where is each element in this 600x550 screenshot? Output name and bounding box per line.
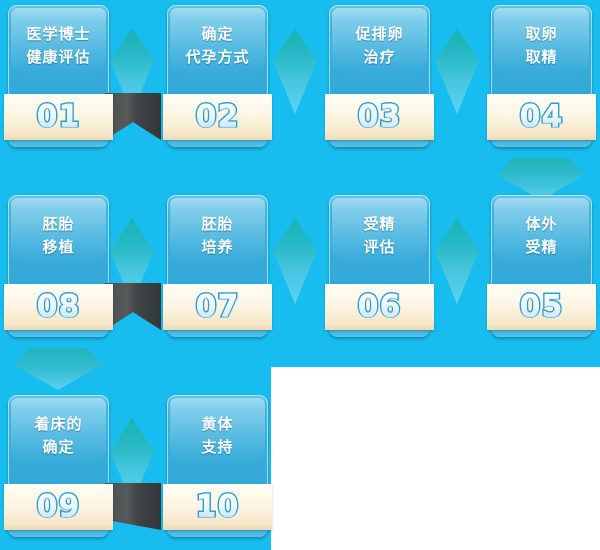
step-card-08-title-line1: 胚胎 bbox=[42, 215, 75, 233]
step-card-08-number-stroke: 08 bbox=[35, 289, 81, 324]
step-card-06[interactable]: 受精 评估 06 06 bbox=[325, 195, 434, 337]
step-card-09-number-ribbon: 09 09 bbox=[4, 484, 113, 530]
step-card-07[interactable]: 胚胎 培养 07 07 bbox=[163, 195, 272, 337]
step-card-01[interactable]: 医学博士 健康评估 01 01 bbox=[4, 5, 113, 147]
step-card-09-title: 着床的 确定 bbox=[8, 413, 109, 459]
step-card-01-title: 医学博士 健康评估 bbox=[8, 23, 109, 69]
step-card-10[interactable]: 黄体 支持 10 10 bbox=[163, 395, 272, 537]
step-card-07-title-line1: 胚胎 bbox=[201, 215, 234, 233]
step-card-03-number-ribbon: 03 03 bbox=[325, 94, 434, 140]
step-card-10-title-line2: 支持 bbox=[201, 438, 234, 456]
step-card-04-title: 取卵 取精 bbox=[491, 23, 592, 69]
step-card-06-number-stroke: 06 bbox=[356, 289, 402, 324]
step-card-06-title: 受精 评估 bbox=[329, 213, 430, 259]
step-card-04-number-stroke: 04 bbox=[518, 99, 564, 134]
step-card-07-title: 胚胎 培养 bbox=[167, 213, 268, 259]
step-card-09-number-stroke: 09 bbox=[35, 489, 81, 524]
step-card-03-title: 促排卵 治疗 bbox=[329, 23, 430, 69]
step-card-03[interactable]: 促排卵 治疗 03 03 bbox=[325, 5, 434, 147]
step-card-01-number-ribbon: 01 01 bbox=[4, 94, 113, 140]
step-card-04-number-ribbon: 04 04 bbox=[487, 94, 596, 140]
step-card-06-title-line2: 评估 bbox=[363, 238, 396, 256]
step-card-02-number-ribbon: 02 02 bbox=[163, 94, 272, 140]
step-card-02-title: 确定 代孕方式 bbox=[167, 23, 268, 69]
step-card-03-title-line2: 治疗 bbox=[363, 48, 396, 66]
step-card-04[interactable]: 取卵 取精 04 04 bbox=[487, 5, 596, 147]
step-card-05-number-stroke: 05 bbox=[518, 289, 564, 324]
step-card-02-title-line2: 代孕方式 bbox=[185, 48, 250, 66]
step-card-09[interactable]: 着床的 确定 09 09 bbox=[4, 395, 113, 537]
step-card-09-title-line2: 确定 bbox=[42, 438, 75, 456]
step-card-10-title: 黄体 支持 bbox=[167, 413, 268, 459]
step-card-05[interactable]: 体外 受精 05 05 bbox=[487, 195, 596, 337]
step-card-07-number-stroke: 07 bbox=[194, 289, 240, 324]
step-card-04-title-line2: 取精 bbox=[525, 48, 558, 66]
step-card-06-number-ribbon: 06 06 bbox=[325, 284, 434, 330]
step-card-07-title-line2: 培养 bbox=[201, 238, 234, 256]
step-card-06-title-line1: 受精 bbox=[363, 215, 396, 233]
step-card-05-title-line2: 受精 bbox=[525, 238, 558, 256]
step-card-01-number-stroke: 01 bbox=[35, 99, 81, 134]
step-card-10-number-ribbon: 10 10 bbox=[163, 484, 272, 530]
step-card-09-title-line1: 着床的 bbox=[34, 415, 83, 433]
step-card-05-title: 体外 受精 bbox=[491, 213, 592, 259]
step-card-08[interactable]: 胚胎 移植 08 08 bbox=[4, 195, 113, 337]
step-card-08-number-ribbon: 08 08 bbox=[4, 284, 113, 330]
step-card-08-title-line2: 移植 bbox=[42, 238, 75, 256]
step-card-01-title-line1: 医学博士 bbox=[26, 25, 91, 43]
step-card-03-title-line1: 促排卵 bbox=[355, 25, 404, 43]
step-card-04-title-line1: 取卵 bbox=[525, 25, 558, 43]
step-card-02-number-stroke: 02 bbox=[194, 99, 240, 134]
step-card-08-title: 胚胎 移植 bbox=[8, 213, 109, 259]
step-card-10-number-stroke: 10 bbox=[194, 489, 240, 524]
step-card-05-title-line1: 体外 bbox=[525, 215, 558, 233]
step-card-01-title-line2: 健康评估 bbox=[26, 48, 91, 66]
step-card-03-number-stroke: 03 bbox=[356, 99, 402, 134]
step-card-07-number-ribbon: 07 07 bbox=[163, 284, 272, 330]
step-card-10-title-line1: 黄体 bbox=[201, 415, 234, 433]
step-card-02-title-line1: 确定 bbox=[201, 25, 234, 43]
step-card-05-number-ribbon: 05 05 bbox=[487, 284, 596, 330]
step-card-02[interactable]: 确定 代孕方式 02 02 bbox=[163, 5, 272, 147]
